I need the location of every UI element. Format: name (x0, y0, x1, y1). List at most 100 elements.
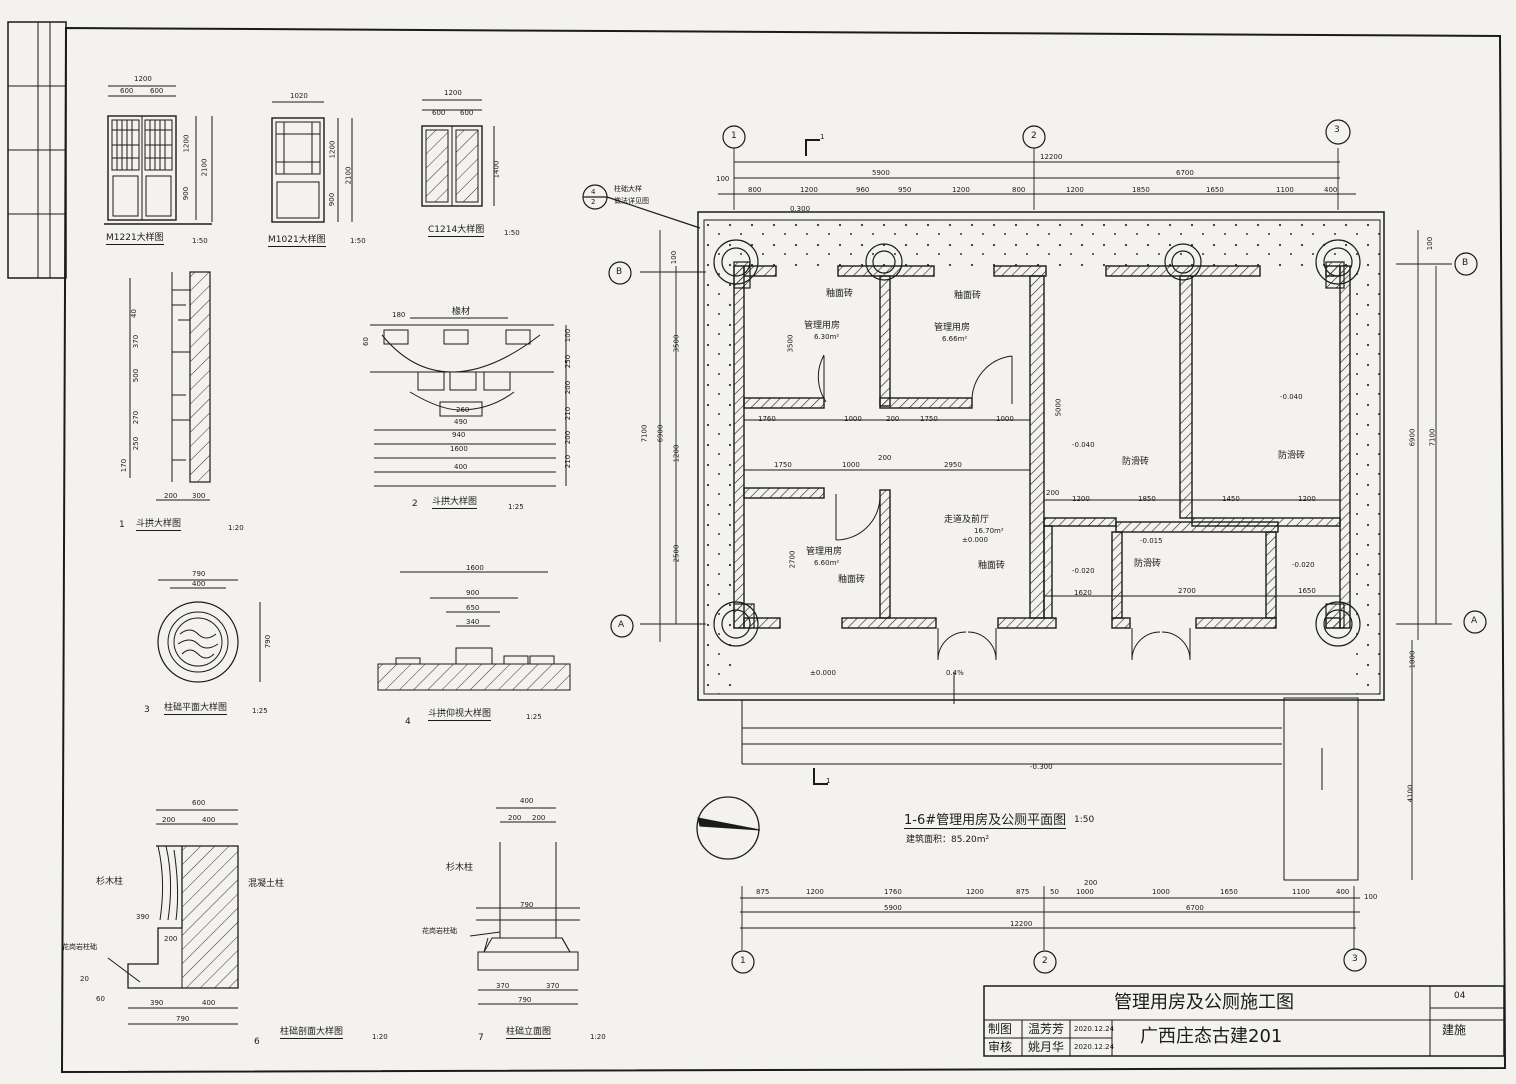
door1-h: 2100 (200, 158, 209, 177)
door1-title: M1221大样图 (106, 233, 164, 245)
detail4-title: 斗拱仰视大样图 (428, 709, 492, 721)
detail2-side-2: 250 (564, 354, 573, 369)
dim-top-d11: 400 (1324, 186, 1338, 194)
detail6-b1: 390 (150, 999, 164, 1007)
detail3-num: 3 (144, 705, 150, 715)
dim-right-ramp: 4100 (1406, 784, 1415, 803)
room1-floor: 釉面砖 (826, 289, 854, 299)
dim-bot-d1: 875 (756, 888, 770, 896)
dim-bot-d7: 1000 (1076, 888, 1094, 896)
detail6-b2: 400 (202, 999, 216, 1007)
room1-name: 管理用房 (804, 321, 841, 331)
dim-bot-d13: 200 (1084, 879, 1098, 887)
detail6-title: 柱础剖面大样图 (280, 1027, 344, 1039)
detail2-side-0: 100 (564, 328, 573, 343)
dim-right-inner: 6900 (1408, 428, 1417, 447)
detail2-scale: 1:25 (508, 503, 524, 511)
dim-bot-d10: 1100 (1292, 888, 1310, 896)
detail6-scale: 1:20 (372, 1033, 388, 1041)
dim-bot-d6: 50 (1050, 888, 1059, 896)
detail2-num: 2 (412, 499, 418, 509)
axis-b-left: B (616, 267, 623, 277)
detail3-top: 790 (192, 570, 206, 578)
dim-right-d1: 100 (1426, 236, 1435, 251)
dim-int-k: 1850 (1138, 495, 1156, 503)
detail2-side-1: 60 (361, 337, 370, 346)
toilet1-floor: 防滑砖 (1122, 457, 1150, 467)
toilet3-floor: 防滑砖 (1134, 559, 1162, 569)
detail1-dim-3: 270 (132, 410, 141, 425)
window-w: 1200 (444, 89, 462, 97)
tb-checked-by: 姚月华 (1028, 1040, 1065, 1054)
detail4-dim-2: 650 (466, 604, 480, 612)
door2-scale: 1:50 (350, 237, 366, 245)
corridor-floor: 釉面砖 (978, 561, 1006, 571)
dim-int-e: 1760 (758, 415, 776, 423)
detail6-t1: 200 (162, 816, 176, 824)
axis-2-top: 2 (1031, 131, 1037, 141)
toilet2-elev: -0.040 (1280, 393, 1303, 401)
detail3-top2: 400 (192, 580, 206, 588)
corridor-name: 走道及前厅 (944, 515, 990, 525)
detail7-top: 400 (520, 797, 534, 805)
room1-area: 6.30m² (814, 333, 840, 341)
detail1-dim-0: 40 (129, 309, 138, 318)
room3-floor: 釉面砖 (838, 575, 866, 585)
detail1-bottom-1: 300 (192, 492, 206, 500)
toilet4-elev: -0.020 (1072, 567, 1095, 575)
axis-a-right: A (1471, 616, 1478, 626)
elev-bottom: -0.300 (1030, 763, 1053, 771)
section-mark-top: 1 (820, 133, 825, 141)
corridor-area: 16.70m² (974, 527, 1004, 535)
window-title: C1214大样图 (428, 225, 485, 237)
detail7-t2: 200 (532, 814, 546, 822)
door2-h2: 900 (328, 192, 337, 207)
detail7-b: 790 (518, 996, 532, 1004)
detail7-mid: 790 (520, 901, 534, 909)
detail6-label2: 混凝土柱 (248, 879, 285, 889)
room2-area: 6.66m² (942, 335, 968, 343)
plan-title: 1-6#管理用房及公厕平面图 (904, 813, 1067, 829)
slope-label: 0.4% (946, 669, 964, 677)
dim-int-n: 1620 (1074, 589, 1092, 597)
dim-top-d4: 950 (898, 186, 912, 194)
dim-bot-d11: 400 (1336, 888, 1350, 896)
dim-int-b: 1000 (842, 461, 860, 469)
dim-top-d1: 800 (748, 186, 762, 194)
axis-a-left: A (618, 620, 625, 630)
dim-int-p: 1650 (1298, 587, 1316, 595)
detail2-dim-3: 940 (452, 431, 466, 439)
detail6-num: 6 (254, 1037, 260, 1047)
detail4-num: 4 (405, 717, 411, 727)
dim-top-d6: 800 (1012, 186, 1026, 194)
detail1-dim-1: 370 (132, 334, 141, 349)
callout-number: 4 (591, 188, 596, 196)
plan-scale: 1:50 (1074, 815, 1095, 825)
axis-3-top: 3 (1334, 125, 1340, 135)
dim-bot-d4: 1200 (966, 888, 984, 896)
dim-int-q: 3500 (786, 334, 795, 353)
toilet2-floor: 防滑砖 (1278, 451, 1306, 461)
door1-w1: 600 (120, 87, 134, 95)
detail3-title: 柱础平面大样图 (164, 703, 228, 715)
detail1-scale: 1:20 (228, 524, 244, 532)
dim-bot-d5: 875 (1016, 888, 1030, 896)
detail3-scale: 1:25 (252, 707, 268, 715)
detail2-dim-1: 260 (456, 406, 470, 414)
dim-bot-d12: 100 (1364, 893, 1378, 901)
dim-int-g: 200 (886, 415, 900, 423)
detail2-label: 椽材 (452, 307, 471, 317)
dim-left-total: 7100 (640, 424, 649, 443)
detail2-side-4: 210 (564, 406, 573, 421)
dim-bot-right: 6700 (1186, 904, 1204, 912)
room2-name: 管理用房 (934, 323, 971, 333)
dim-int-f: 1000 (844, 415, 862, 423)
dim-int-m: 1200 (1298, 495, 1316, 503)
room2-floor: 釉面砖 (954, 291, 982, 301)
door2-title: M1021大样图 (268, 235, 326, 247)
dim-left-d2: 1200 (672, 444, 681, 463)
detail6-d20: 20 (80, 975, 89, 983)
detail6-d60: 60 (96, 995, 105, 1003)
dim-int-d: 2950 (944, 461, 962, 469)
window-scale: 1:50 (504, 229, 520, 237)
